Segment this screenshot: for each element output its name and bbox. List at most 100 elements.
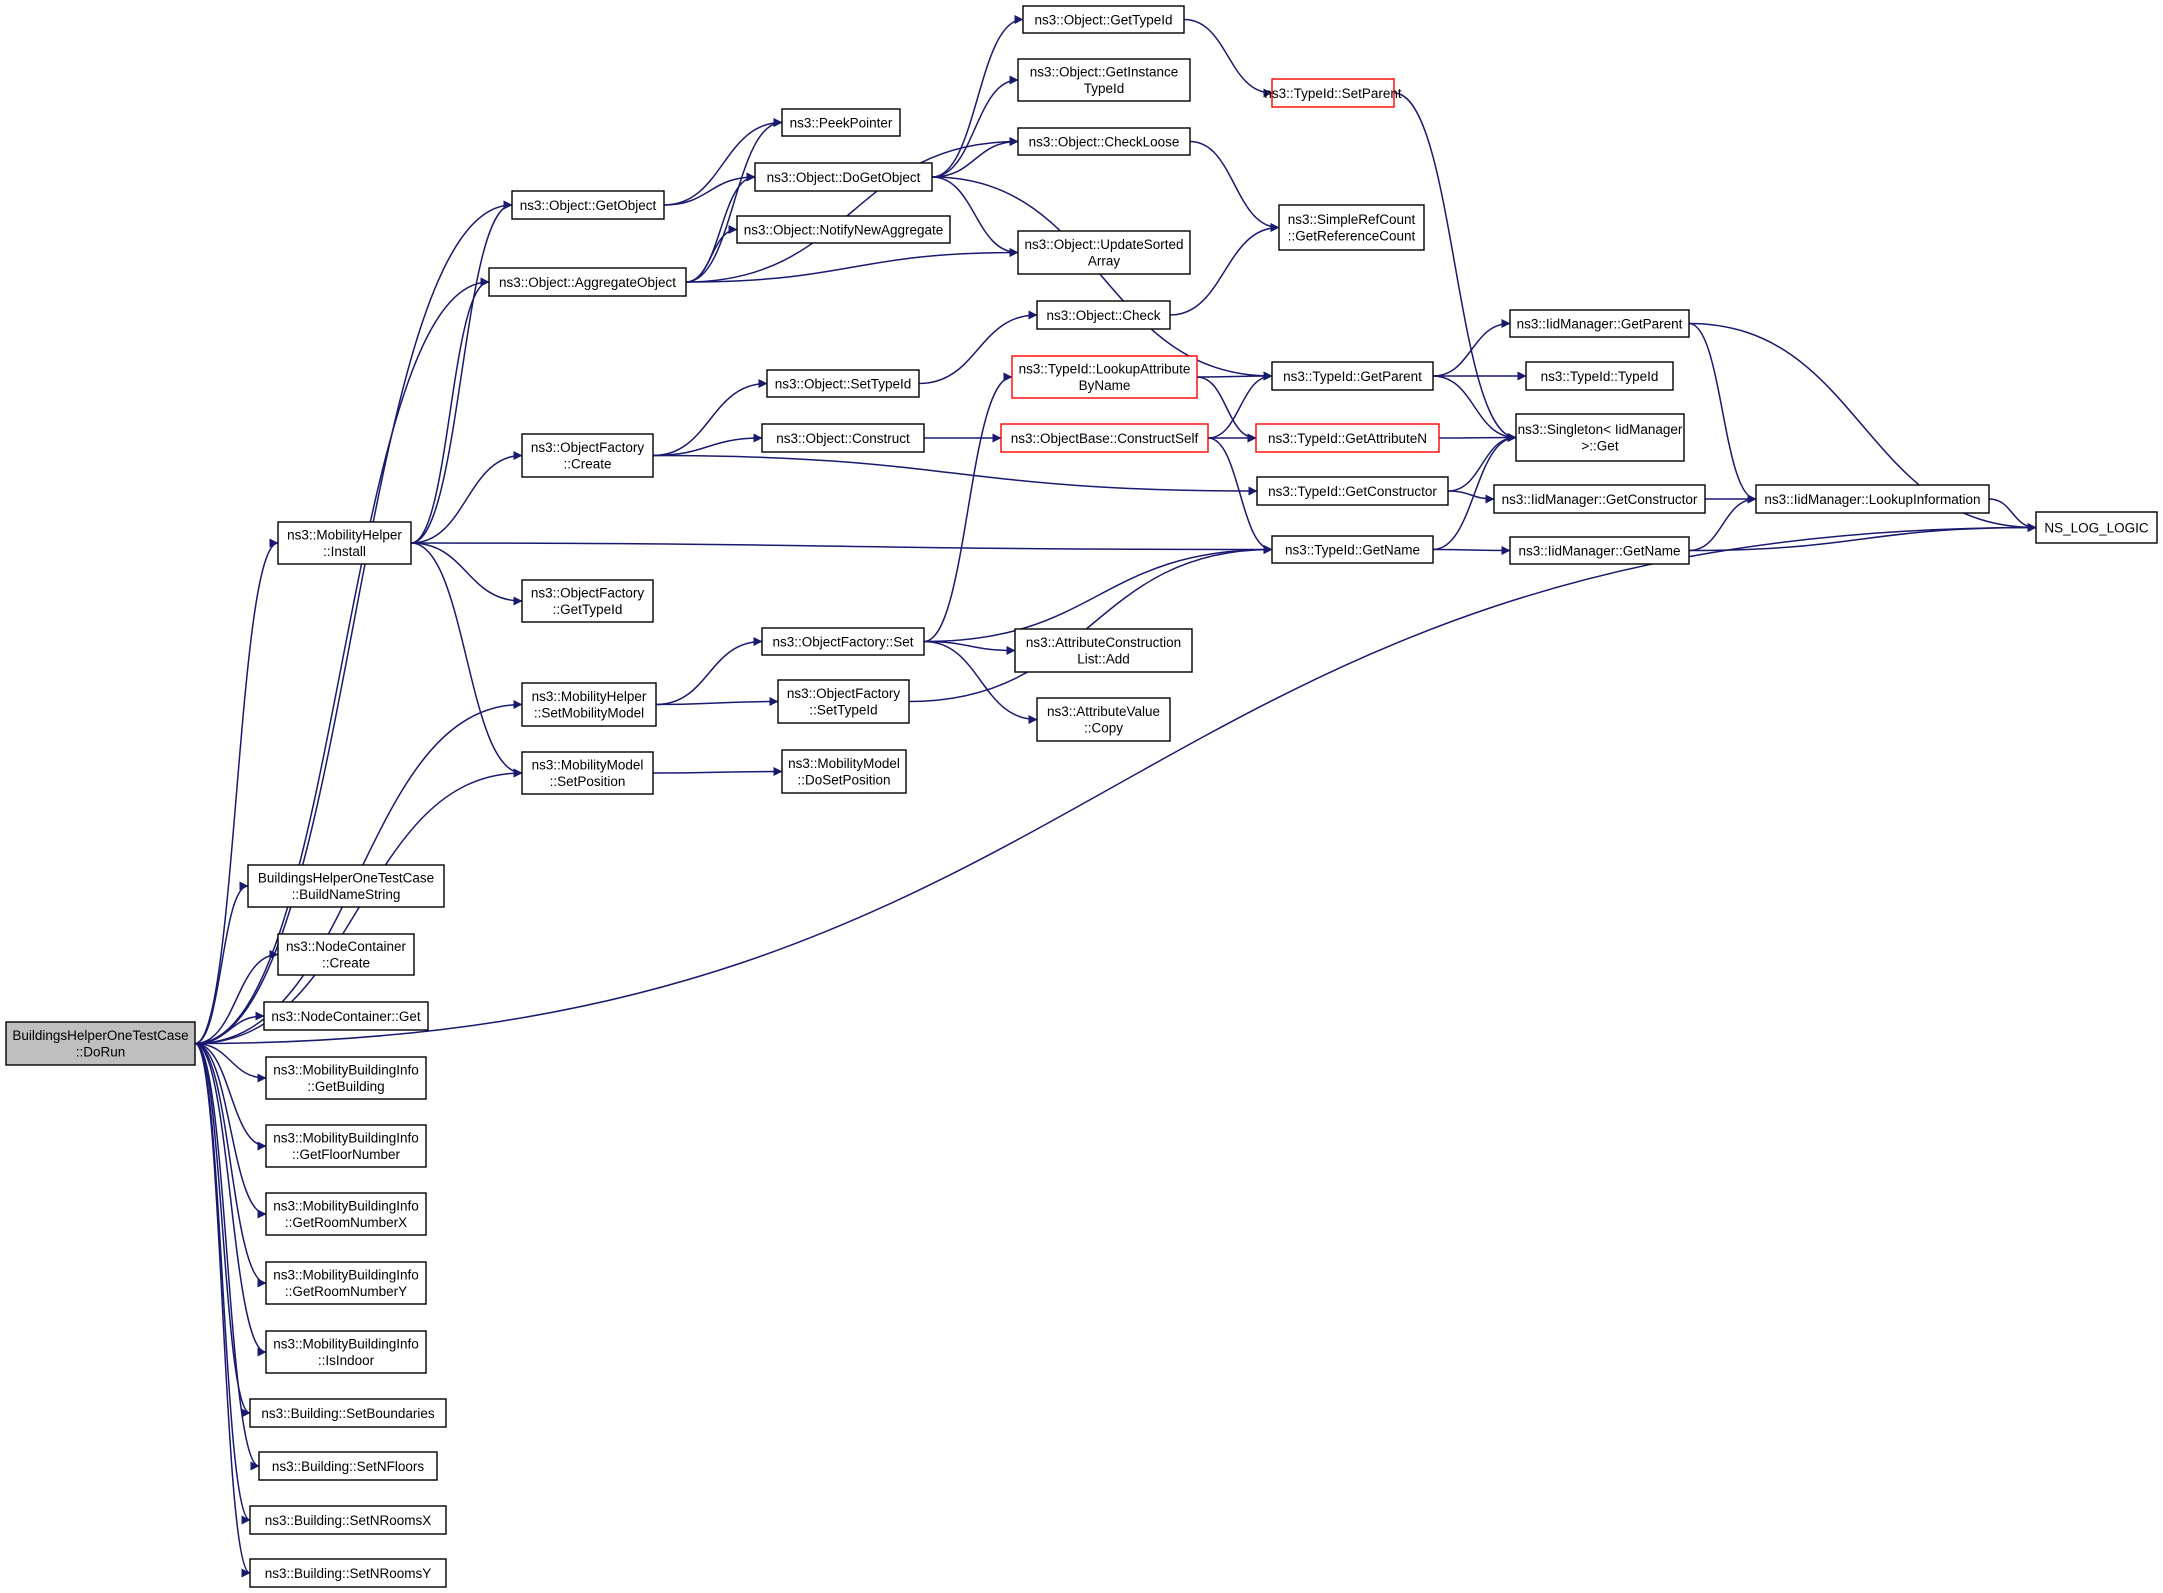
node-build-name-string[interactable]: BuildingsHelperOneTestCase::BuildNameStr…: [247, 864, 445, 908]
node-nc-create[interactable]: ns3::NodeContainer::Create: [277, 933, 415, 976]
node-box[interactable]: [1256, 476, 1449, 506]
node-box[interactable]: [761, 423, 925, 453]
node-av-copy[interactable]: ns3::AttributeValue::Copy: [1036, 697, 1171, 742]
node-mbi-get-room-number-y[interactable]: ns3::MobilityBuildingInfo::GetRoomNumber…: [265, 1261, 427, 1305]
node-notify-new-aggregate[interactable]: ns3::Object::NotifyNewAggregate: [736, 215, 951, 244]
node-box[interactable]: [1271, 78, 1395, 108]
node-box[interactable]: [1022, 5, 1185, 34]
node-box[interactable]: [265, 1124, 427, 1168]
node-box[interactable]: [781, 108, 901, 137]
node-nc-get[interactable]: ns3::NodeContainer::Get: [263, 1001, 429, 1031]
node-box[interactable]: [1278, 204, 1425, 251]
node-box[interactable]: [265, 1261, 427, 1305]
node-obj-set-type-id[interactable]: ns3::Object::SetTypeId: [766, 369, 920, 398]
node-box[interactable]: [249, 1398, 447, 1428]
node-singleton-get[interactable]: ns3::Singleton< IidManager >::Get: [1515, 413, 1685, 462]
node-mm-do-set-position[interactable]: ns3::MobilityModel::DoSetPosition: [781, 749, 907, 794]
node-of-create[interactable]: ns3::ObjectFactory::Create: [521, 433, 654, 478]
node-box[interactable]: [258, 1451, 438, 1481]
node-mbi-get-floor-number[interactable]: ns3::MobilityBuildingInfo::GetFloorNumbe…: [265, 1124, 427, 1168]
node-root[interactable]: BuildingsHelperOneTestCase::DoRun: [5, 1021, 196, 1066]
node-tid-get-attribute-n[interactable]: ns3::TypeId::GetAttributeN: [1255, 423, 1440, 453]
node-box[interactable]: [249, 1505, 447, 1535]
node-ns-log-logic[interactable]: NS_LOG_LOGIC: [2035, 511, 2158, 544]
node-box[interactable]: [761, 627, 925, 656]
node-box[interactable]: [521, 751, 654, 795]
node-box[interactable]: [1036, 697, 1171, 742]
node-of-set-type-id[interactable]: ns3::ObjectFactory::SetTypeId: [777, 679, 910, 724]
node-box[interactable]: [511, 190, 665, 220]
node-iid-lookup-information[interactable]: ns3::IidManager::LookupInformation: [1755, 484, 1990, 514]
node-box[interactable]: [5, 1021, 196, 1066]
node-box[interactable]: [521, 433, 654, 478]
node-box[interactable]: [1493, 484, 1706, 514]
node-mh-install[interactable]: ns3::MobilityHelper::Install: [277, 521, 412, 565]
node-mm-set-position[interactable]: ns3::MobilityModel::SetPosition: [521, 751, 654, 795]
node-box[interactable]: [1017, 230, 1191, 275]
node-box[interactable]: [736, 215, 951, 244]
node-box[interactable]: [521, 682, 657, 727]
node-iid-get-name[interactable]: ns3::IidManager::GetName: [1509, 536, 1690, 565]
node-box[interactable]: [1509, 536, 1690, 565]
node-box[interactable]: [1755, 484, 1990, 514]
node-get-object[interactable]: ns3::Object::GetObject: [511, 190, 665, 220]
node-box[interactable]: [265, 1056, 427, 1100]
node-box[interactable]: [1515, 413, 1685, 462]
node-b-set-nfloors[interactable]: ns3::Building::SetNFloors: [258, 1451, 438, 1481]
node-obj-get-type-id[interactable]: ns3::Object::GetTypeId: [1022, 5, 1185, 34]
node-obj-check[interactable]: ns3::Object::Check: [1036, 300, 1171, 330]
node-box[interactable]: [1271, 535, 1434, 564]
node-box[interactable]: [265, 1192, 427, 1236]
node-box[interactable]: [1525, 361, 1674, 391]
node-box[interactable]: [1255, 423, 1440, 453]
node-b-set-boundaries[interactable]: ns3::Building::SetBoundaries: [249, 1398, 447, 1428]
node-box[interactable]: [247, 864, 445, 908]
node-aggregate-object[interactable]: ns3::Object::AggregateObject: [488, 267, 687, 297]
node-box[interactable]: [2035, 511, 2158, 544]
node-iid-get-constructor[interactable]: ns3::IidManager::GetConstructor: [1493, 484, 1706, 514]
node-src-get-reference-count[interactable]: ns3::SimpleRefCount::GetReferenceCount: [1278, 204, 1425, 251]
node-b-set-nrooms-x[interactable]: ns3::Building::SetNRoomsX: [249, 1505, 447, 1535]
node-box[interactable]: [766, 369, 920, 398]
node-box[interactable]: [1271, 361, 1434, 391]
node-mh-set-mobility-model[interactable]: ns3::MobilityHelper::SetMobilityModel: [521, 682, 657, 727]
node-box[interactable]: [263, 1001, 429, 1031]
node-obj-construct[interactable]: ns3::Object::Construct: [761, 423, 925, 453]
node-box[interactable]: [488, 267, 687, 297]
node-b-set-nrooms-y[interactable]: ns3::Building::SetNRoomsY: [249, 1558, 447, 1588]
node-do-get-object[interactable]: ns3::Object::DoGetObject: [754, 162, 933, 192]
node-ob-construct-self[interactable]: ns3::ObjectBase::ConstructSelf: [1000, 423, 1209, 453]
node-peek-pointer[interactable]: ns3::PeekPointer: [781, 108, 901, 137]
node-mbi-get-room-number-x[interactable]: ns3::MobilityBuildingInfo::GetRoomNumber…: [265, 1192, 427, 1236]
node-box[interactable]: [265, 1330, 427, 1374]
node-box[interactable]: [777, 679, 910, 724]
node-iid-get-parent[interactable]: ns3::IidManager::GetParent: [1509, 309, 1690, 338]
node-tid-get-parent[interactable]: ns3::TypeId::GetParent: [1271, 361, 1434, 391]
node-box[interactable]: [1509, 309, 1690, 338]
node-box[interactable]: [1011, 355, 1198, 399]
node-of-get-type-id[interactable]: ns3::ObjectFactory::GetTypeId: [521, 579, 654, 623]
node-box[interactable]: [1000, 423, 1209, 453]
node-box[interactable]: [1014, 628, 1193, 673]
node-box[interactable]: [521, 579, 654, 623]
node-of-set[interactable]: ns3::ObjectFactory::Set: [761, 627, 925, 656]
node-tid-type-id[interactable]: ns3::TypeId::TypeId: [1525, 361, 1674, 391]
node-box[interactable]: [754, 162, 933, 192]
node-tid-get-name[interactable]: ns3::TypeId::GetName: [1271, 535, 1434, 564]
node-box[interactable]: [277, 521, 412, 565]
node-box[interactable]: [1036, 300, 1171, 330]
node-tid-get-constructor[interactable]: ns3::TypeId::GetConstructor: [1256, 476, 1449, 506]
node-mbi-get-building[interactable]: ns3::MobilityBuildingInfo::GetBuilding: [265, 1056, 427, 1100]
node-box[interactable]: [1017, 58, 1191, 102]
node-box[interactable]: [249, 1558, 447, 1588]
node-mbi-is-indoor[interactable]: ns3::MobilityBuildingInfo::IsIndoor: [265, 1330, 427, 1374]
node-tid-set-parent[interactable]: ns3::TypeId::SetParent: [1264, 78, 1402, 108]
node-obj-check-loose[interactable]: ns3::Object::CheckLoose: [1017, 127, 1191, 156]
node-box[interactable]: [781, 749, 907, 794]
node-box[interactable]: [1017, 127, 1191, 156]
node-box[interactable]: [277, 933, 415, 976]
